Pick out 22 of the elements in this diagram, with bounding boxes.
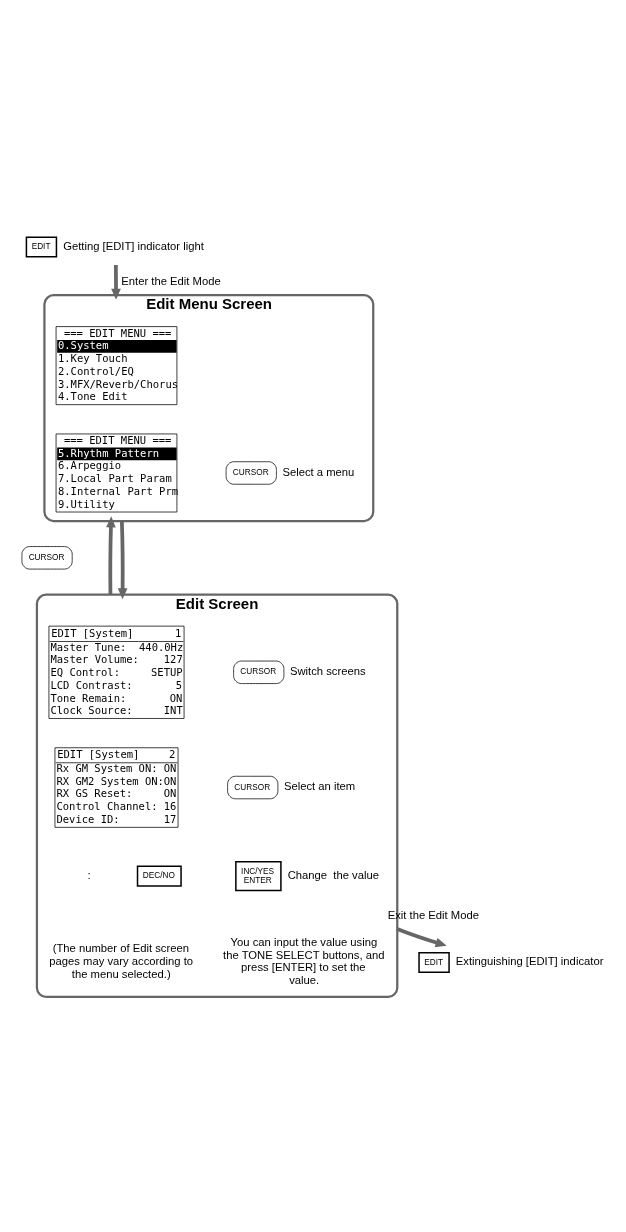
arrow — [117, 520, 128, 600]
node-label: Switch screens — [289, 664, 366, 677]
node-box: INC/YES ENTER — [235, 861, 282, 892]
arrow — [396, 927, 447, 948]
node-box: CURSOR — [233, 660, 285, 684]
node-label: Select a menu — [282, 465, 355, 478]
node-box: EDIT — [25, 236, 58, 258]
label: (The number of Edit screen pages may vary according to the menu selected.) — [49, 942, 194, 980]
edge-label: Enter the Edit Mode — [121, 275, 221, 288]
label: : — [87, 868, 91, 881]
node-label: Select an item — [283, 780, 356, 793]
node-box: EDIT — [418, 951, 450, 973]
node-label: Extinguishing [EDIT] indicator — [455, 955, 604, 968]
node-box: CURSOR — [225, 461, 277, 485]
node-box: DEC/NO — [136, 865, 182, 887]
node-label: Change the value — [287, 868, 379, 881]
node-label: Getting [EDIT] indicator light — [63, 239, 204, 252]
arrow — [106, 516, 116, 595]
node-box: CURSOR — [227, 775, 279, 800]
arrow — [111, 265, 121, 300]
node-box: CURSOR — [21, 546, 73, 570]
label: You can input the value using the TONE SELECT buttons, and press [ENTER] to set the value. — [223, 935, 385, 987]
